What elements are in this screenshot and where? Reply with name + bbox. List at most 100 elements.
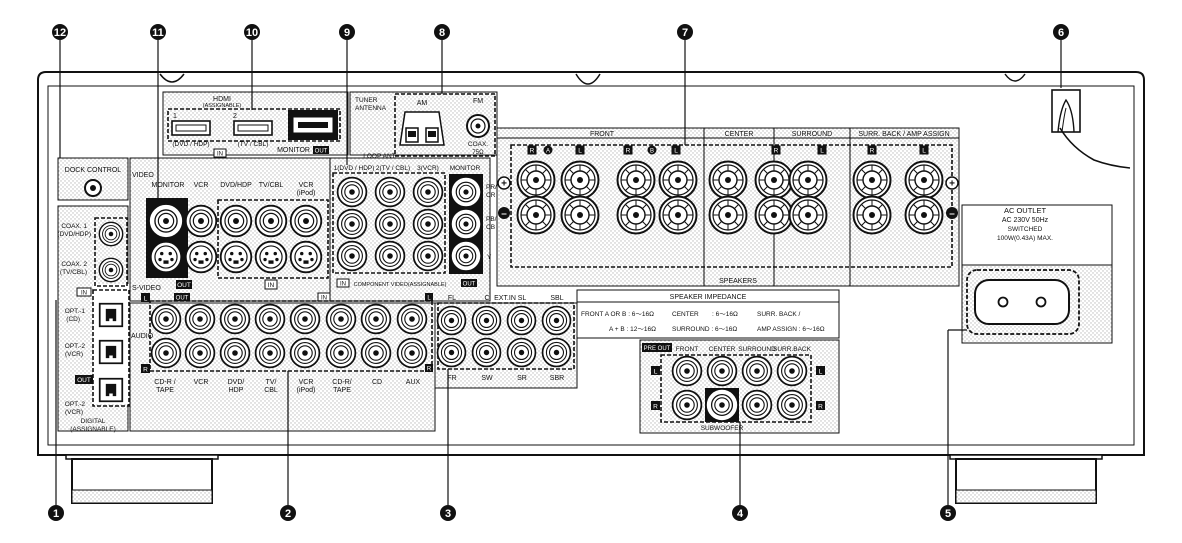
preout-top-jack-1[interactable] [671,355,703,387]
speaker-plus-terminal-8[interactable] [852,160,892,200]
audio-l-jack-6[interactable] [325,303,357,335]
plus-sign-right: + [949,179,955,190]
opt2-jack[interactable] [98,339,124,365]
opt1-label: OPT.-1 [65,308,86,315]
audio-section: AUDIO L R OUT IN L R CD-R / TAPE VCR DVD… [129,292,436,432]
speaker-minus-terminal-4[interactable] [658,195,698,235]
ac-outlet-socket[interactable] [974,279,1070,325]
extin-top-jack-4[interactable] [541,305,572,336]
audio-l-jack-1[interactable] [150,303,182,335]
preout-top-jack-3[interactable] [741,355,773,387]
extin-bottom-jack-3[interactable] [506,337,537,368]
antenna-fm: FM [473,98,483,105]
speaker-minus-terminal-1[interactable] [516,195,556,235]
speaker-plus-terminal-6[interactable] [754,160,794,200]
video-tv-in-jack[interactable] [254,204,288,238]
video-vcr-in-jack[interactable] [289,204,323,238]
speaker-channel-tag-2-bg [575,145,585,155]
audio-l-jack-3[interactable] [219,303,251,335]
speaker-plus-terminal-2[interactable] [560,160,600,200]
speaker-plus-terminal-3[interactable] [616,160,656,200]
speaker-minus-terminal-2[interactable] [560,195,600,235]
opt-out-jack[interactable] [98,377,124,403]
preout-bottom-jack-3[interactable] [776,389,808,421]
audio-l-jack-5[interactable] [289,303,321,335]
speaker-plus-terminal-4[interactable] [658,160,698,200]
speaker-plus-terminal-7[interactable] [788,160,828,200]
audio-l-jack-7[interactable] [360,303,392,335]
audio-l-jack-8[interactable] [396,303,428,335]
audio-l-jack-2[interactable] [184,303,216,335]
extin-bottom-jack-1[interactable] [436,337,467,368]
callout-4: 4 [732,505,748,521]
audio-r-jack-1[interactable] [150,337,182,369]
extin-bottom-jack-4[interactable] [541,337,572,368]
comp-monitor-y-jack[interactable] [451,241,481,271]
audio-col-aux: AUX [406,379,421,386]
comp1-pr-jack[interactable] [336,240,368,272]
preout-bottom-jack-1[interactable] [671,389,703,421]
audio-r-jack-3[interactable] [219,337,251,369]
speaker-plus-terminal-1[interactable] [516,160,556,200]
audio-r-jack-4[interactable] [254,337,286,369]
preout-top-jack-2[interactable] [706,355,738,387]
audio-r-tag: R [143,367,148,374]
svideo-dvd-in-jack[interactable] [219,240,253,274]
callout-2: 2 [280,505,296,521]
comp1-y-jack[interactable] [336,176,368,208]
coax2-jack[interactable] [98,257,124,283]
subwoofer-jack[interactable] [706,389,738,421]
audio-r-jack-8[interactable] [396,337,428,369]
speaker-minus-terminal-6[interactable] [754,195,794,235]
audio-r-jack-7[interactable] [360,337,392,369]
extin-top-jack-3[interactable] [506,305,537,336]
coax1-jack[interactable] [98,221,124,247]
speaker-plus-terminal-9[interactable] [904,160,944,200]
comp3-y-jack[interactable] [412,176,444,208]
video-in-group [217,199,329,279]
callout-7: 7 [677,24,693,40]
speaker-group-center: CENTER [725,131,754,138]
preout-top-jack-4[interactable] [776,355,808,387]
comp3-pb-jack[interactable] [412,208,444,240]
preout-bottom-jack-2[interactable] [741,389,773,421]
hdmi-in2-port[interactable] [233,120,273,136]
svg-text:8: 8 [439,27,445,39]
svideo-monitor-out-jack[interactable] [149,240,183,274]
video-vcr-out-jack[interactable] [184,204,218,238]
hdmi-in1-port[interactable] [171,120,211,136]
svideo-tv-in-jack[interactable] [254,240,288,274]
speaker-plus-terminal-5[interactable] [708,160,748,200]
extin-top-jack-1[interactable] [436,305,467,336]
speakers-caption: SPEAKERS [719,278,757,285]
comp2-pb-jack[interactable] [374,208,406,240]
comp2-pr-jack[interactable] [374,240,406,272]
speaker-minus-terminal-3[interactable] [616,195,656,235]
comp2-y-jack[interactable] [374,176,406,208]
speaker-minus-terminal-7[interactable] [788,195,828,235]
speaker-minus-terminal-8[interactable] [852,195,892,235]
extin-top-jack-2[interactable] [471,305,502,336]
audio-r-jack-2[interactable] [184,337,216,369]
digital-caption: DIGITAL [81,418,106,425]
audio-l-jack-4[interactable] [254,303,286,335]
svideo-vcr-in-jack[interactable] [289,240,323,274]
comp-monitor-pb-jack[interactable] [451,209,481,239]
speaker-minus-terminal-5[interactable] [708,195,748,235]
extin-bottom-jack-2[interactable] [471,337,502,368]
video-dvd-in-jack[interactable] [219,204,253,238]
opt1-jack[interactable] [98,302,124,328]
comp1-pb-jack[interactable] [336,208,368,240]
speaker-channel-tag-5-bg [771,145,781,155]
svideo-vcr-out-jack[interactable] [184,240,218,274]
audio-r-jack-5[interactable] [289,337,321,369]
audio-r-jack-6[interactable] [325,337,357,369]
impedance-line1d: SURR. BACK / [757,311,801,318]
speaker-minus-terminal-9[interactable] [904,195,944,235]
comp-monitor-pr-jack[interactable] [451,177,481,207]
comp3-pr-jack[interactable] [412,240,444,272]
extin-title: EXT.IN [494,295,516,302]
hdmi-monitor-out-port[interactable] [293,117,333,133]
callout-leaders [55,40,1062,505]
video-monitor-out-jack[interactable] [149,204,183,238]
